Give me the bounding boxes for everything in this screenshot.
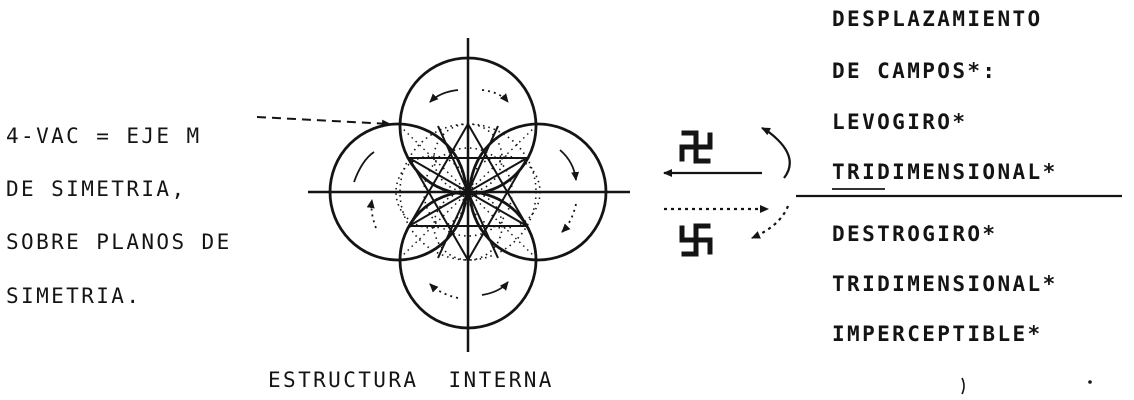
diagram-caption: ESTRUCTURA INTERNA <box>268 368 554 392</box>
left-note-line-2: DE SIMETRIA, <box>6 177 187 201</box>
heading-line-2: DE CAMPOS*: <box>832 59 998 83</box>
swastika-left-icon <box>679 130 713 164</box>
destrogiro-label: DESTROGIRO* <box>832 222 998 246</box>
levogiro-label: LEVOGIRO* <box>832 110 968 134</box>
left-note-line-4: SIMETRIA. <box>6 284 142 308</box>
levogiro-tridimensional: TRIDIMENSIONAL* <box>832 160 1058 184</box>
pointer-arrow <box>256 116 391 128</box>
left-note-line-1: 4-VAC = EJE M <box>6 124 202 148</box>
imperceptible-label: IMPERCEPTIBLE* <box>832 322 1043 346</box>
center-dots <box>458 182 478 208</box>
destrogiro-tridimensional: TRIDIMENSIONAL* <box>832 272 1058 296</box>
swastika-right-icon <box>679 223 713 257</box>
field-arrows <box>663 127 791 240</box>
left-note-line-3: SOBRE PLANOS DE <box>6 230 232 254</box>
heading-line-1: DESPLAZAMIENTO <box>832 7 1043 31</box>
stray-marks <box>961 377 1092 395</box>
rotation-arrows <box>353 89 580 299</box>
